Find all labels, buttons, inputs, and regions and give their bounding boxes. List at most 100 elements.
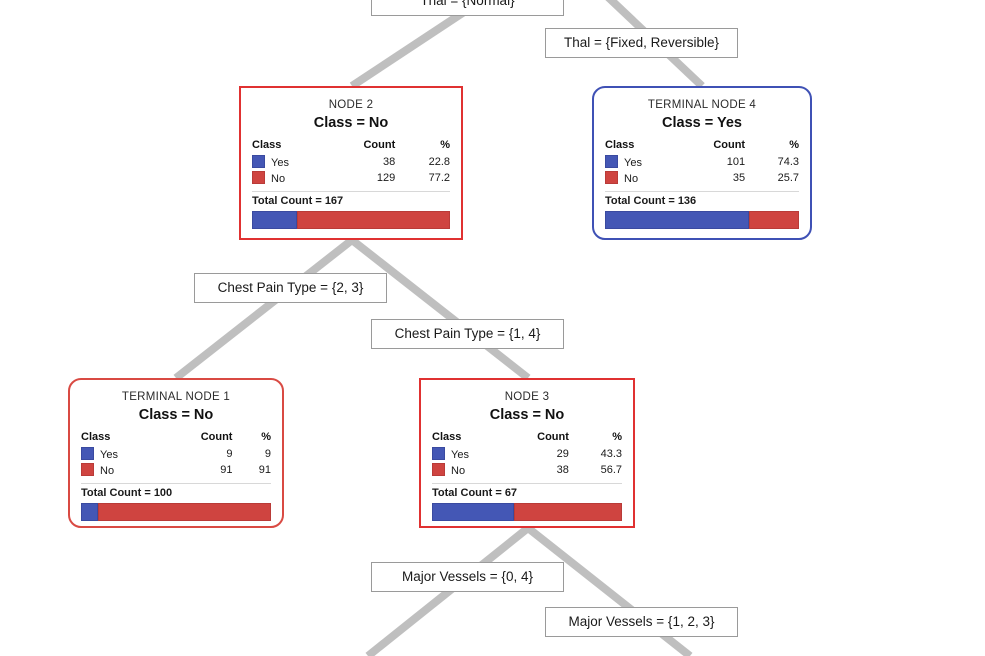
edge-label-chest-pain-2-3[interactable]: Chest Pain Type = {2, 3}: [194, 273, 387, 303]
node-node3[interactable]: NODE 3 Class = No Class Count % Yes 29 4…: [419, 378, 635, 528]
table-row: Yes 9 9: [81, 446, 271, 462]
node-distribution-bar: [432, 503, 622, 521]
node-class-label: Class = No: [138, 407, 214, 423]
header-class: Class: [432, 431, 462, 443]
edge-label-thal-normal[interactable]: Thal = {Normal}: [371, 0, 564, 16]
node-divider: [81, 483, 271, 484]
legend-swatch-yes-icon: [605, 155, 618, 168]
header-pct: %: [261, 431, 271, 443]
bar-segment-no: [297, 211, 450, 229]
node-total-count: Total Count = 136: [605, 195, 697, 207]
table-header-row: Class Count %: [605, 139, 799, 154]
node-class-label: Class = No: [489, 407, 565, 423]
node-node2[interactable]: NODE 2 Class = No Class Count % Yes 38 2…: [239, 86, 463, 240]
row-label-cell: No: [81, 462, 155, 478]
row-label: Yes: [624, 157, 642, 169]
row-label-cell: Yes: [81, 446, 155, 462]
edge-node3-to-left-child: [365, 524, 531, 656]
node-class-label: Class = Yes: [662, 115, 742, 131]
row-label: Yes: [451, 449, 469, 461]
bar-segment-yes: [432, 503, 515, 521]
node-class-table: Class Count % Yes 38 22.8 No 129 77.2: [252, 139, 450, 186]
header-pct: %: [789, 139, 799, 151]
table-row: No 91 91: [81, 462, 271, 478]
bar-segment-no: [98, 503, 271, 521]
header-count: Count: [537, 431, 569, 443]
table-row: No 129 77.2: [252, 170, 450, 186]
legend-swatch-yes-icon: [432, 447, 445, 460]
legend-swatch-no-icon: [81, 463, 94, 476]
row-pct: 22.8: [428, 156, 450, 168]
legend-swatch-no-icon: [432, 463, 445, 476]
node-divider: [432, 483, 622, 484]
row-count: 29: [556, 448, 569, 460]
node-total-count: Total Count = 167: [252, 195, 344, 207]
row-pct: 9: [264, 448, 271, 460]
bar-segment-no: [514, 503, 622, 521]
node-title: TERMINAL NODE 4: [647, 99, 757, 111]
legend-swatch-yes-icon: [81, 447, 94, 460]
row-label: Yes: [100, 449, 118, 461]
row-pct: 74.3: [777, 156, 799, 168]
bar-segment-yes: [252, 211, 298, 229]
legend-swatch-no-icon: [252, 171, 265, 184]
edge-label-thal-fixed-reversible[interactable]: Thal = {Fixed, Reversible}: [545, 28, 738, 58]
table-header-row: Class Count %: [252, 139, 450, 154]
row-label-cell: Yes: [432, 446, 499, 462]
table-row: Yes 29 43.3: [432, 446, 622, 462]
table-row: No 35 25.7: [605, 170, 799, 186]
header-class: Class: [252, 139, 282, 151]
row-pct: 25.7: [777, 172, 799, 184]
row-count: 129: [376, 172, 396, 184]
node-distribution-bar: [81, 503, 271, 521]
bar-segment-yes: [81, 503, 99, 521]
row-label-cell: No: [252, 170, 322, 186]
table-row: No 38 56.7: [432, 462, 622, 478]
header-count: Count: [713, 139, 746, 151]
row-label: No: [451, 465, 466, 477]
node-title: TERMINAL NODE 1: [121, 391, 231, 403]
node-divider: [252, 191, 450, 192]
edge-root-to-node2: [349, 6, 470, 90]
node-total-count: Total Count = 100: [81, 487, 173, 499]
edge-node2-to-node1: [173, 236, 355, 382]
row-label-cell: No: [605, 170, 674, 186]
edge-label-major-vessels-0-4[interactable]: Major Vessels = {0, 4}: [371, 562, 564, 592]
header-class: Class: [605, 139, 635, 151]
table-header-row: Class Count %: [81, 431, 271, 446]
row-label-cell: No: [432, 462, 499, 478]
node-title: NODE 3: [504, 391, 550, 403]
node-distribution-bar: [605, 211, 799, 229]
legend-swatch-no-icon: [605, 171, 618, 184]
node-node4[interactable]: TERMINAL NODE 4 Class = Yes Class Count …: [592, 86, 812, 240]
row-count: 38: [556, 464, 569, 476]
table-row: Yes 38 22.8: [252, 154, 450, 170]
row-count: 38: [383, 156, 396, 168]
node-node1[interactable]: TERMINAL NODE 1 Class = No Class Count %…: [68, 378, 284, 528]
table-row: Yes 101 74.3: [605, 154, 799, 170]
header-pct: %: [440, 139, 450, 151]
row-label-cell: Yes: [605, 154, 674, 170]
node-class-table: Class Count % Yes 29 43.3 No 38 56.7: [432, 431, 622, 478]
header-pct: %: [612, 431, 622, 443]
row-pct: 77.2: [428, 172, 450, 184]
row-pct: 43.3: [600, 448, 622, 460]
node-divider: [605, 191, 799, 192]
edge-label-major-vessels-1-2-3[interactable]: Major Vessels = {1, 2, 3}: [545, 607, 738, 637]
node-class-table: Class Count % Yes 101 74.3 No 35 25.7: [605, 139, 799, 186]
row-count: 9: [226, 448, 233, 460]
bar-segment-no: [749, 211, 799, 229]
table-header-row: Class Count %: [432, 431, 622, 446]
header-count: Count: [363, 139, 396, 151]
node-total-count: Total Count = 67: [432, 487, 518, 499]
edge-label-chest-pain-1-4[interactable]: Chest Pain Type = {1, 4}: [371, 319, 564, 349]
node-class-label: Class = No: [313, 115, 389, 131]
legend-swatch-yes-icon: [252, 155, 265, 168]
row-count: 35: [732, 172, 746, 184]
row-pct: 91: [258, 464, 271, 476]
bar-segment-yes: [605, 211, 750, 229]
row-label: No: [100, 465, 115, 477]
row-label: Yes: [271, 157, 289, 169]
row-pct: 56.7: [600, 464, 622, 476]
